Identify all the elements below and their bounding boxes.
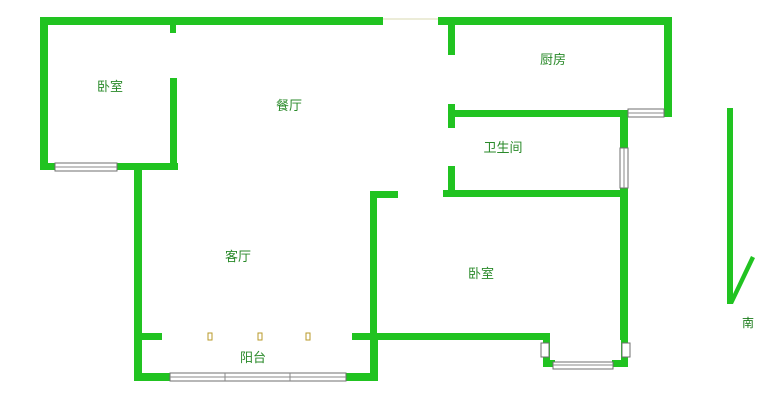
window-bay-left (540, 342, 550, 358)
label-kitchen: 厨房 (540, 52, 566, 68)
wall-bay-bottom-right (612, 360, 628, 367)
wall-bay-bottom-left (543, 360, 555, 367)
wall-central-top-stub (370, 191, 398, 198)
balcony-posts (207, 332, 311, 341)
compass: 南 (727, 108, 755, 330)
label-bedroom-se: 卧室 (468, 266, 494, 282)
wall-kitchen-bottom (448, 110, 672, 117)
wall-balcony-divider-left (134, 333, 162, 340)
label-bathroom: 卫生间 (483, 141, 522, 156)
wall-kitchen-left (448, 17, 455, 55)
wall-top-right (438, 17, 672, 25)
balcony-post (207, 332, 213, 341)
walls (40, 17, 672, 381)
wall-living-left (134, 163, 142, 380)
wall-top-left (40, 17, 383, 25)
wall-balcony-right (370, 333, 378, 381)
wall-bathroom-left-lower (448, 166, 455, 197)
wall-bedroom-se-right (620, 190, 628, 340)
balcony-post (305, 332, 311, 341)
wall-central (370, 191, 377, 341)
compass-direction-label: 南 (742, 315, 754, 330)
wall-kitchen-right (664, 17, 672, 116)
wall-bedroom-nw-left (40, 17, 48, 170)
south-arrow-icon (727, 108, 755, 304)
wall-bathroom-left-upper (448, 104, 455, 128)
window-bay-right (621, 342, 631, 358)
windows (54, 108, 665, 382)
label-balcony: 阳台 (240, 351, 266, 366)
wall-bedroom-se-top (443, 190, 628, 197)
wall-bedroom-se-bottom (370, 333, 550, 340)
label-dining: 餐厅 (276, 98, 302, 114)
room-labels: 卧室 餐厅 厨房 卫生间 客厅 卧室 阳台 (97, 52, 566, 366)
balcony-post (257, 332, 263, 341)
wall-balcony-divider-right (352, 333, 380, 340)
wall-bedroom-nw-right (170, 78, 177, 170)
label-living: 客厅 (225, 249, 251, 265)
label-bedroom-nw: 卧室 (97, 79, 123, 95)
wall-bedroom-nw-right-stub (170, 17, 176, 33)
